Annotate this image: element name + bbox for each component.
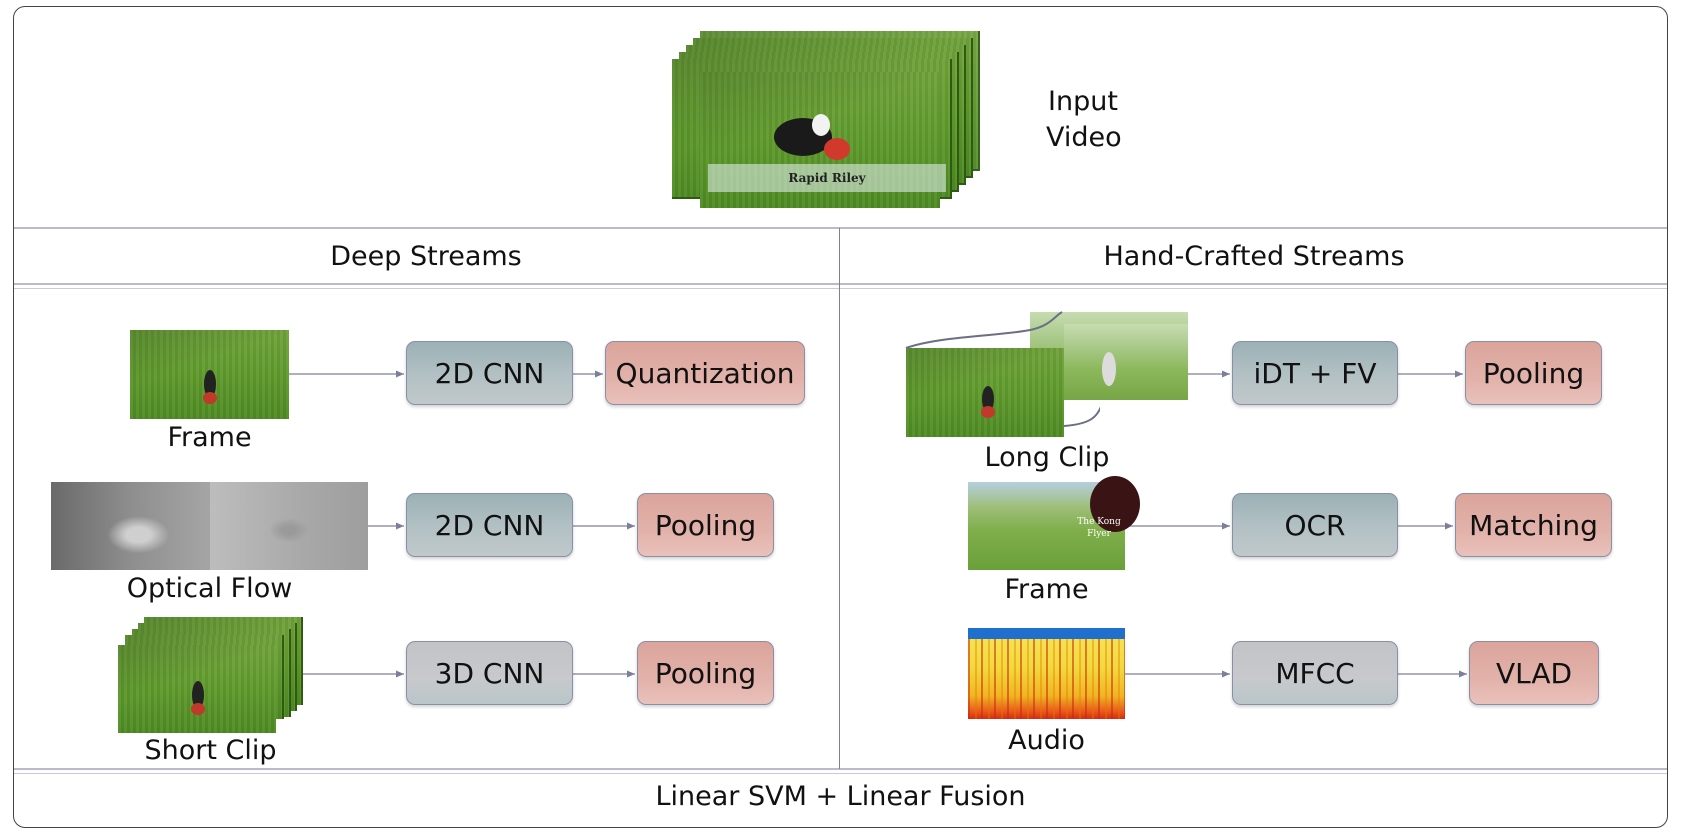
input-video-frame: Rapid Riley <box>700 72 946 208</box>
deep-frame-thumbnail <box>130 330 289 419</box>
separator-vertical <box>839 228 840 769</box>
audio-label: Audio <box>1008 725 1085 756</box>
matching-box: Matching <box>1455 493 1612 557</box>
input-video-label-line1: Input <box>1048 86 1118 117</box>
deep-quantization-box: Quantization <box>605 341 805 405</box>
hc-frame-label: Frame <box>1004 574 1089 605</box>
ocr-box: OCR <box>1232 493 1398 557</box>
deep-2d-cnn-box: 2D CNN <box>406 341 573 405</box>
input-video-label-line2: Video <box>1046 122 1122 153</box>
section-handcrafted-streams: Hand-Crafted Streams <box>1103 241 1405 272</box>
separator-bottom <box>14 768 1667 770</box>
deep-2d-cnn-flow-box: 2D CNN <box>406 493 573 557</box>
deep-pooling-flow-box: Pooling <box>637 493 774 557</box>
separator-top <box>14 227 1667 229</box>
mfcc-box: MFCC <box>1232 641 1398 705</box>
vlad-box: VLAD <box>1469 641 1599 705</box>
optical-flow-label: Optical Flow <box>126 573 293 604</box>
diagram-frame <box>13 6 1668 828</box>
section-fusion: Linear SVM + Linear Fusion <box>655 781 1026 812</box>
short-clip-label: Short Clip <box>144 735 277 766</box>
section-deep-streams: Deep Streams <box>330 241 522 272</box>
idt-fv-box: iDT + FV <box>1232 341 1398 405</box>
hc-frame-thumbnail: The Kong Flyer <box>968 476 1140 570</box>
hc-pooling-box: Pooling <box>1465 341 1602 405</box>
separator-header <box>14 283 1667 285</box>
optical-flow-x-thumbnail <box>51 482 210 570</box>
input-video-caption: Rapid Riley <box>788 171 866 185</box>
short-clip-frame <box>118 645 276 733</box>
deep-frame-label: Frame <box>167 422 252 453</box>
long-clip-label: Long Clip <box>984 442 1110 473</box>
deep-pooling-clip-box: Pooling <box>637 641 774 705</box>
optical-flow-y-thumbnail <box>210 482 368 570</box>
deep-3d-cnn-box: 3D CNN <box>406 641 573 705</box>
hc-frame-overlay-text: The Kong Flyer <box>1077 517 1121 539</box>
audio-spectrogram <box>968 628 1125 719</box>
